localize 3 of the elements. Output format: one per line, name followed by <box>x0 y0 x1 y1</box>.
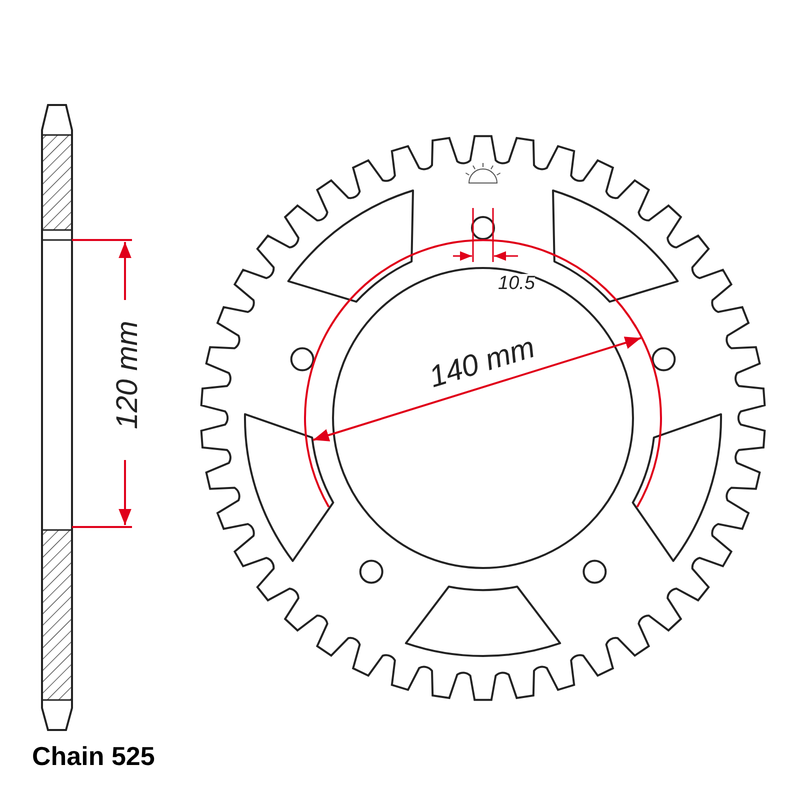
dimension-label: 140 mm <box>426 332 538 394</box>
dimension-label: 120 mm <box>113 320 143 432</box>
dimension-label: Chain 525 <box>32 743 155 769</box>
